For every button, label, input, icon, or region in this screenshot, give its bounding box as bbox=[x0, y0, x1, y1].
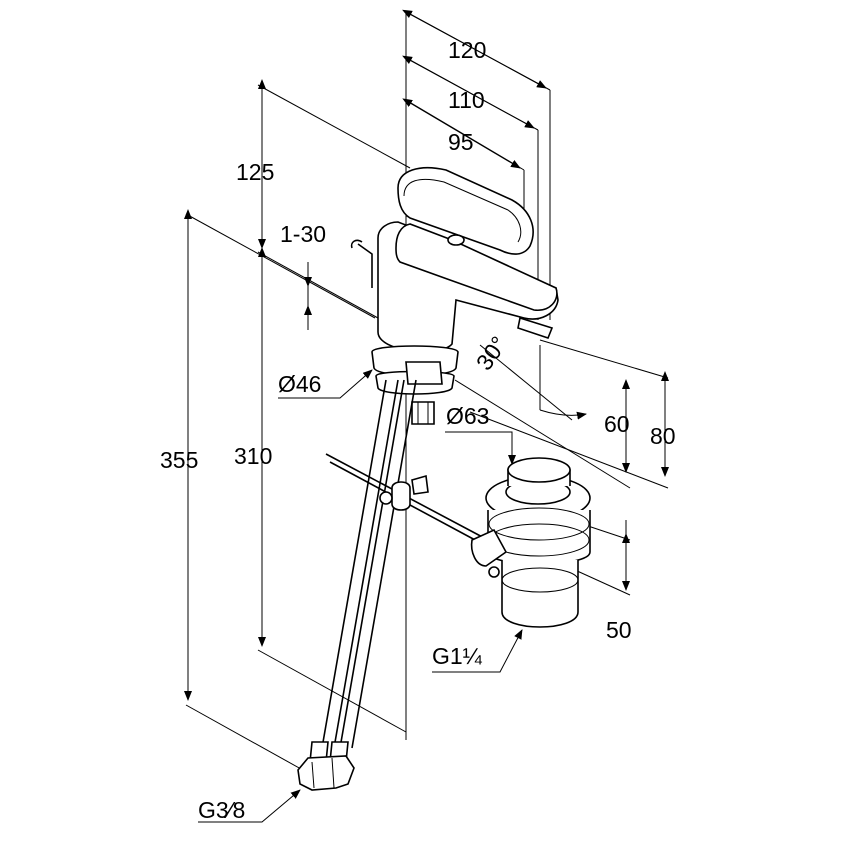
dimension-dia63: Ø63 bbox=[446, 403, 489, 429]
dimension-120: 120 bbox=[448, 37, 486, 63]
dimension-95: 95 bbox=[448, 129, 474, 155]
dimension-60: 60 bbox=[604, 411, 630, 437]
dimension-50: 50 bbox=[606, 617, 632, 643]
dimension-125: 125 bbox=[236, 159, 274, 185]
thread-supply-main: G bbox=[198, 797, 216, 823]
dimension-angle30: 30° bbox=[471, 331, 512, 374]
dimension-310: 310 bbox=[234, 443, 272, 469]
dimension-80: 80 bbox=[650, 423, 676, 449]
faucet-body bbox=[350, 166, 559, 425]
dimension-110: 110 bbox=[448, 87, 485, 113]
thread-supply-frac: 3⁄8 bbox=[216, 797, 245, 823]
dimension-355: 355 bbox=[160, 447, 198, 473]
dimension-dia46: Ø46 bbox=[278, 371, 321, 397]
popup-waste bbox=[470, 457, 591, 628]
dimension-labels: 120 110 95 125 1-30 355 310 Ø46 Ø63 30° … bbox=[160, 37, 676, 823]
popup-rod bbox=[325, 453, 491, 549]
supply-hoses bbox=[297, 379, 417, 791]
thread-supply-g38: G3⁄8 bbox=[198, 797, 245, 823]
dimension-1-30: 1-30 bbox=[280, 221, 326, 247]
dimension-arrows bbox=[184, 9, 669, 823]
thread-waste-g114: G1¼ bbox=[432, 643, 483, 669]
